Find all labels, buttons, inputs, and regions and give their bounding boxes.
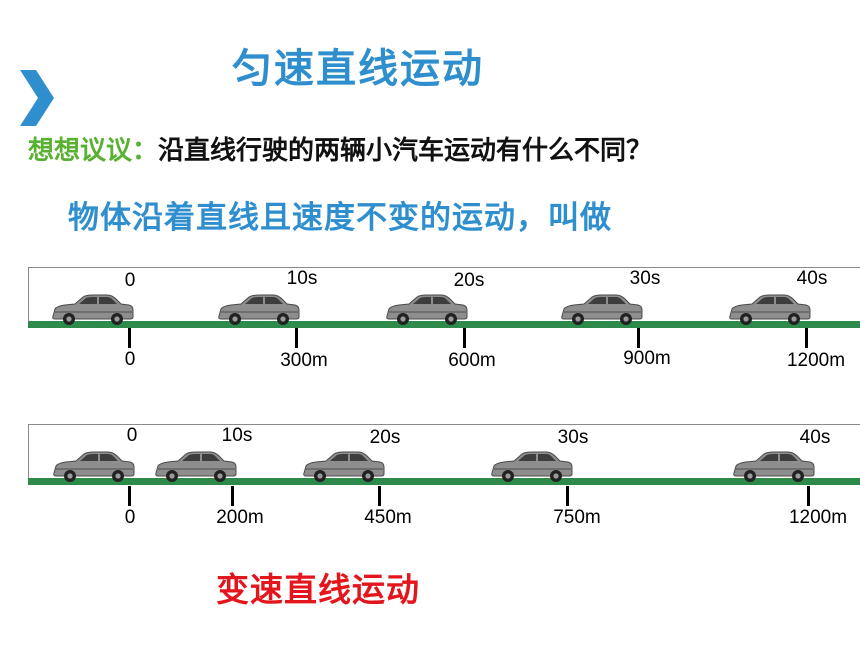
track-2-road <box>28 478 860 485</box>
track-1-distance-label: 1200m <box>786 350 846 371</box>
track-1-tick <box>295 328 298 348</box>
question-lead: 想想议议： <box>28 136 159 166</box>
track-1-distance-label: 600m <box>448 350 496 371</box>
car-icon <box>152 449 238 483</box>
car-icon <box>215 292 301 326</box>
track-2-distance-label: 0 <box>124 507 136 528</box>
car-icon <box>50 449 136 483</box>
page-title: 匀速直线运动 <box>232 46 484 92</box>
track-2-time-label: 40s <box>799 427 831 448</box>
track-1-tick <box>463 328 466 348</box>
track-1-time-label: 20s <box>453 270 485 291</box>
car-icon <box>383 292 469 326</box>
track-1-tick <box>128 328 131 348</box>
car-icon <box>49 292 135 326</box>
track-2-time-label: 0 <box>126 425 138 446</box>
track-2-tick <box>378 486 381 506</box>
question-text: 沿直线行驶的两辆小汽车运动有什么不同？ <box>158 136 653 166</box>
track-2-time-label: 30s <box>557 427 589 448</box>
track-2-distance-label: 1200m <box>788 507 848 528</box>
car-icon <box>300 449 386 483</box>
track-2-tick <box>566 486 569 506</box>
track-2-tick <box>128 486 131 506</box>
track-1-distance-label: 0 <box>124 349 136 370</box>
track-1-tick <box>805 328 808 348</box>
track-1-distance-label: 900m <box>623 348 671 369</box>
track-2-tick <box>231 486 234 506</box>
track-2-time-label: 10s <box>221 425 253 446</box>
track-1-tick <box>637 328 640 348</box>
car-icon <box>558 292 644 326</box>
track-1-road <box>28 321 860 328</box>
track-2-distance-label: 450m <box>364 507 412 528</box>
car-icon <box>730 449 816 483</box>
track-1-time-label: 10s <box>286 268 318 289</box>
track-2-time-label: 20s <box>369 427 401 448</box>
track-1-distance-label: 300m <box>280 350 328 371</box>
chevron-right-icon <box>20 70 54 126</box>
car-icon <box>488 449 574 483</box>
discussion-question: 想想议议：沿直线行驶的两辆小汽车运动有什么不同？ <box>28 130 652 167</box>
track-1-time-label: 40s <box>796 268 828 289</box>
car-icon <box>726 292 812 326</box>
track-2-tick <box>807 486 810 506</box>
track-1-time-label: 0 <box>124 270 136 291</box>
definition-text: 物体沿着直线且速度不变的运动，叫做 <box>68 200 612 236</box>
track-2-distance-label: 750m <box>553 507 601 528</box>
variable-motion-label: 变速直线运动 <box>216 570 420 609</box>
track-1-time-label: 30s <box>629 268 661 289</box>
track-2-distance-label: 200m <box>216 507 264 528</box>
